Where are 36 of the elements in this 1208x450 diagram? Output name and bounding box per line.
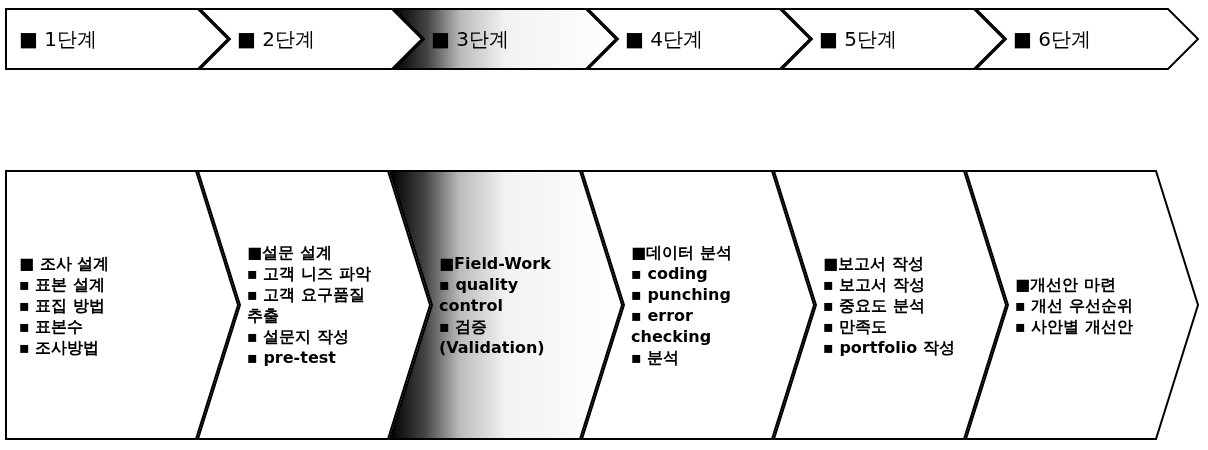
section-heading: ■Field-Work (439, 252, 552, 274)
step-panel (581, 170, 815, 440)
section-heading: ■보고서 작성 (823, 252, 925, 274)
step-panel (197, 170, 431, 440)
step-panel (5, 170, 239, 440)
bullet-item: ▪ error checking (631, 305, 713, 347)
bullet-item: ▪ 사안별 개선안 (1015, 315, 1134, 337)
bullet-item: ▪ punching (631, 284, 732, 305)
step-label: ■ 1단계 (19, 25, 98, 53)
bullet-item: ▪ 표본 설계 (19, 273, 106, 295)
bullet-item: ▪ 보고서 작성 (823, 273, 926, 295)
step-panel (5, 8, 229, 70)
section-heading: ■ 조사 설계 (19, 252, 111, 274)
bullet-item: ▪ 표집 방법 (19, 294, 106, 316)
bullet-item: ▪ quality control (439, 273, 520, 316)
bullet-item: ▪ 검증 (Validation) (439, 315, 546, 358)
bullet-item: ▪ 중요도 분석 (823, 294, 926, 316)
bullet-item: ▪ 표본수 (19, 315, 85, 337)
bullet-item: ▪ coding (631, 263, 709, 284)
step-panel (389, 170, 623, 440)
bullet-item: ▪ 분석 (631, 347, 681, 368)
bullet-item: ▪ 설문지 작성 (247, 326, 350, 347)
section-heading: ■개선안 마련 (1015, 273, 1117, 295)
step-label: ■ 6단계 (1013, 25, 1092, 53)
bullet-item: ▪ 개선 우선순위 (1015, 294, 1134, 316)
bullet-item: ▪ portfolio 작성 (823, 336, 956, 358)
bullet-item: ▪ 고객 요구품질 추출 (247, 284, 366, 326)
step-panel (965, 170, 1199, 440)
bullet-item: ▪ 고객 니즈 파악 (247, 263, 372, 284)
bullet-item: ▪ 조사방법 (19, 336, 101, 358)
step-panel (773, 170, 1007, 440)
section-heading: ■데이터 분석 (631, 242, 733, 263)
section-heading: ■설문 설계 (247, 242, 333, 263)
step-panel (975, 8, 1199, 70)
bullet-item: ▪ pre-test (247, 347, 337, 368)
bullet-item: ▪ 만족도 (823, 315, 889, 337)
